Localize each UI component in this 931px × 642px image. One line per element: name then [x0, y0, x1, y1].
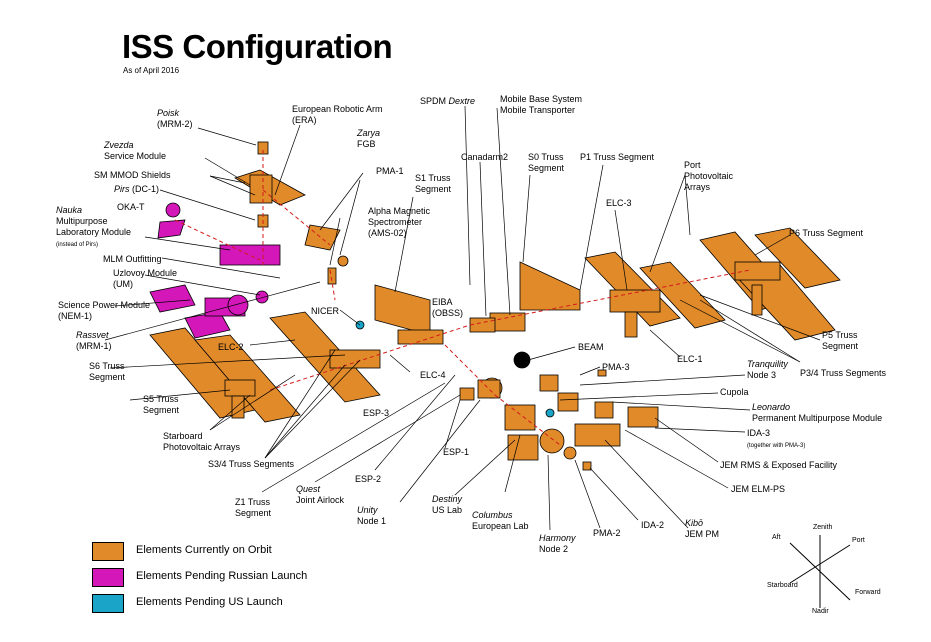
beam-module [513, 351, 531, 369]
us-pending-modules [355, 320, 555, 418]
label-pma2: PMA-2 [593, 528, 621, 538]
main-truss [374, 261, 581, 345]
label-elc1: ELC-1 [677, 354, 703, 364]
page-title: ISS Configuration [122, 28, 393, 65]
label-ida3: IDA-3(together with PMA-3) [747, 428, 806, 449]
page-subtitle: As of April 2016 [123, 66, 180, 75]
p6-solar-array [699, 227, 841, 341]
label-ida2: IDA-2 [641, 520, 665, 530]
label-cupola: Cupola [720, 387, 749, 397]
label-spdm: SPDM Dextre [420, 96, 476, 106]
label-rassvet: Rassvet(MRM-1) [76, 330, 112, 351]
label-elc3: ELC-3 [606, 198, 632, 208]
label-canadarm2: Canadarm2 [461, 152, 509, 162]
label-mmod: SM MMOD Shields [94, 170, 171, 180]
russian-pending-modules [149, 202, 281, 339]
russian-segment [234, 141, 349, 285]
label-jem-rms: JEM RMS & Exposed Facility [720, 460, 838, 470]
legend-swatch [92, 594, 124, 613]
label-poisk: Poisk(MRM-2) [157, 108, 193, 129]
label-esp3: ESP-3 [363, 408, 390, 418]
label-p1: P1 Truss Segment [580, 152, 655, 162]
label-beam: BEAM [578, 342, 604, 352]
axis-forward: Forward [855, 589, 881, 596]
axis-port: Port [852, 537, 865, 544]
axis-nadir: Nadir [812, 608, 829, 615]
axis-zenith: Zenith [813, 524, 833, 531]
legend-label: Elements Currently on Orbit [136, 544, 272, 556]
leader-lines [104, 105, 821, 531]
legend-swatch [92, 542, 124, 561]
axis-starboard: Starboard [767, 582, 798, 589]
label-eiba: EIBA(OBSS) [432, 297, 464, 318]
label-pirs: Pirs (DC-1) [114, 184, 160, 194]
label-spm: Science Power Module(NEM-1) [58, 300, 151, 321]
label-elc4: ELC-4 [420, 370, 446, 380]
label-pma3: PMA-3 [602, 362, 630, 372]
starboard-solar-array [149, 311, 381, 423]
axis-aft: Aft [772, 534, 781, 541]
label-jem-elm: JEM ELM-PS [731, 484, 786, 494]
legend-label: Elements Pending Russian Launch [136, 570, 308, 582]
label-oka-t: OKA-T [117, 202, 145, 212]
label-elc2: ELC-2 [218, 342, 244, 352]
p4-solar-array [584, 251, 726, 338]
label-p34: P3/4 Truss Segments [800, 368, 887, 378]
label-p6: P6 Truss Segment [789, 228, 864, 238]
orientation-axes [789, 535, 851, 608]
legend-label: Elements Pending US Launch [136, 596, 283, 608]
us-modules [459, 369, 659, 471]
label-s34: S3/4 Truss Segments [208, 459, 295, 469]
label-era: European Robotic Arm(ERA) [292, 104, 383, 125]
label-nicer: NICER [311, 306, 340, 316]
label-esp1: ESP-1 [443, 447, 470, 457]
label-pma1: PMA-1 [376, 166, 404, 176]
label-uzlovoy: Uzlovoy Module(UM) [113, 268, 178, 289]
label-esp2: ESP-2 [355, 474, 382, 484]
assembly-lines [174, 150, 751, 446]
label-mlm-outfitting: MLM Outfitting [103, 254, 162, 264]
legend-swatch [92, 568, 124, 587]
